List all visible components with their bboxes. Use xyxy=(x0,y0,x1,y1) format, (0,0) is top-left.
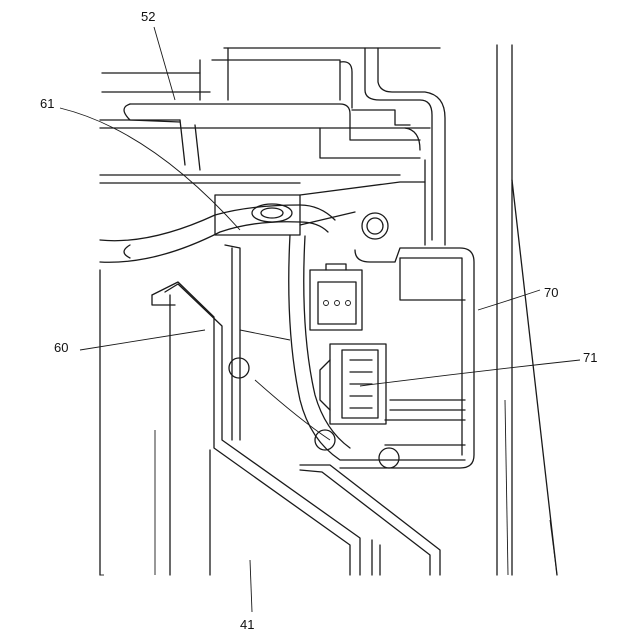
bracket-52 xyxy=(100,48,445,245)
leader-41 xyxy=(250,560,252,612)
housing-70 xyxy=(340,248,474,468)
leader-71 xyxy=(360,360,580,386)
inner-rails xyxy=(240,235,465,460)
label-70: 70 xyxy=(544,285,558,300)
reference-labels: 52 61 60 70 71 41 xyxy=(40,9,597,632)
right-housing-walls xyxy=(497,45,557,575)
leader-61 xyxy=(60,108,240,230)
label-52: 52 xyxy=(141,9,155,24)
label-71: 71 xyxy=(583,350,597,365)
leader-60 xyxy=(80,330,205,350)
bosses xyxy=(229,213,399,468)
label-60: 60 xyxy=(54,340,68,355)
bracket-60 xyxy=(100,245,440,575)
fastener-61 xyxy=(100,160,425,245)
label-41: 41 xyxy=(240,617,254,632)
leader-52 xyxy=(154,27,175,100)
bottom-edges xyxy=(100,520,557,575)
connector-box xyxy=(310,264,362,330)
leader-70 xyxy=(478,290,540,310)
label-61: 61 xyxy=(40,96,54,111)
